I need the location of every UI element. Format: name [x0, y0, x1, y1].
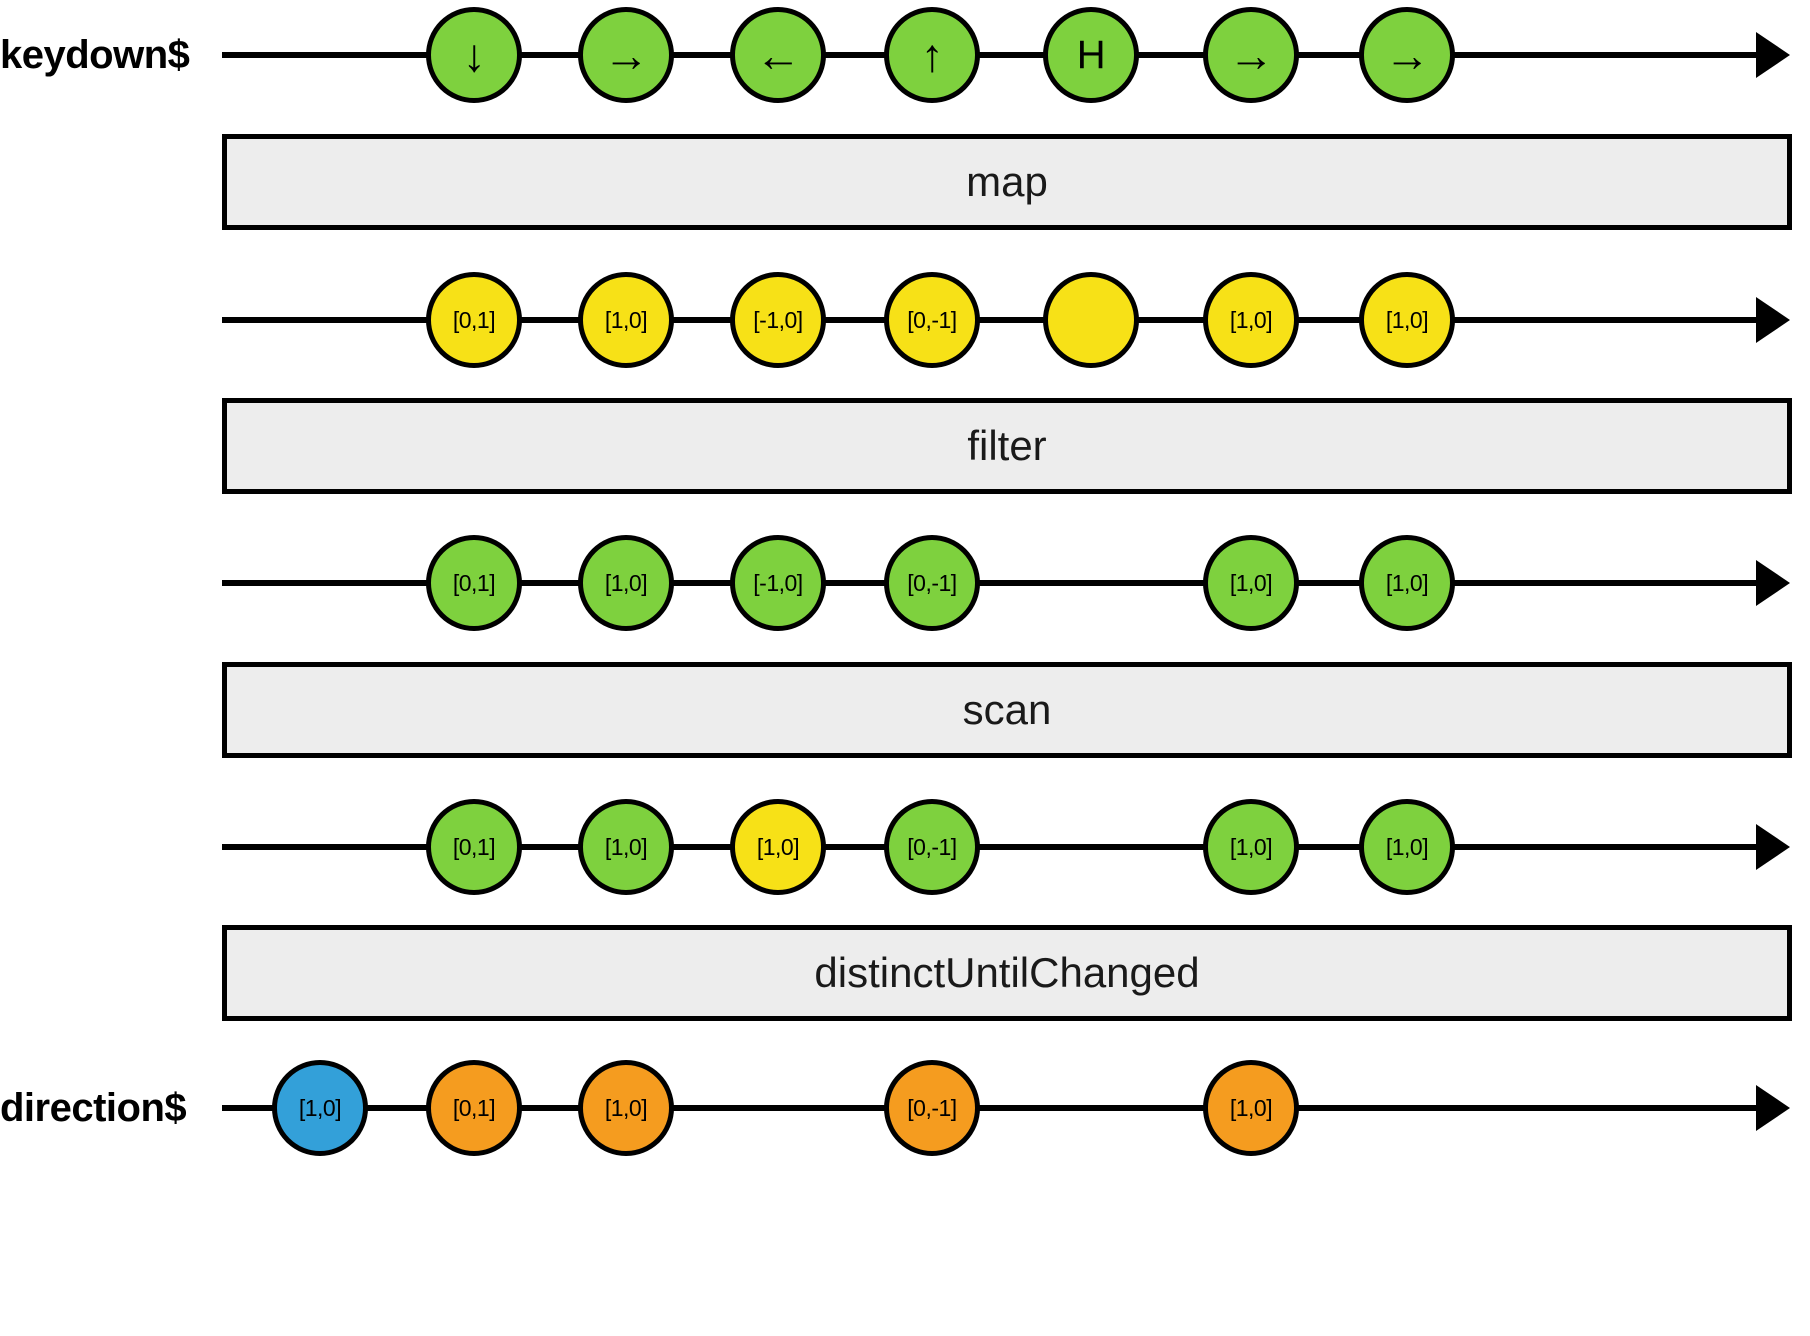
marble-value[interactable]: [0,1] — [426, 1060, 522, 1156]
marble-label: [1,0] — [298, 1094, 342, 1121]
marble-label: [1,0] — [1229, 1094, 1273, 1121]
operator-filter[interactable]: filter — [222, 398, 1792, 494]
marble-value[interactable]: [0,1] — [426, 535, 522, 631]
marble-label: [1,0] — [1229, 833, 1273, 860]
marble-value[interactable]: [0,-1] — [884, 272, 980, 368]
marble-value[interactable]: [1,0] — [1359, 535, 1455, 631]
marble-label: [1,0] — [1229, 569, 1273, 596]
direction-stream-label: direction$ — [0, 1085, 187, 1130]
marble-value[interactable]: [1,0] — [578, 799, 674, 895]
marble-value[interactable]: [0,-1] — [884, 799, 980, 895]
arrow-up-icon[interactable]: ↑ — [884, 7, 980, 103]
marble-value[interactable]: [1,0] — [1359, 799, 1455, 895]
marble-label: [0,1] — [452, 306, 496, 333]
marble-label: [0,-1] — [907, 1094, 957, 1121]
marble-label: ← — [755, 29, 801, 81]
marble-value[interactable]: [0,1] — [426, 799, 522, 895]
marble-seed-value[interactable]: [1,0] — [272, 1060, 368, 1156]
arrow-right-icon[interactable]: → — [578, 7, 674, 103]
marble-label: [1,0] — [604, 833, 648, 860]
marble-value[interactable]: [1,0] — [578, 535, 674, 631]
marble-value[interactable]: [-1,0] — [730, 535, 826, 631]
marble-value[interactable]: [1,0] — [578, 1060, 674, 1156]
marble-label: [1,0] — [1385, 569, 1429, 596]
marble-label: [-1,0] — [753, 306, 803, 333]
marble-value[interactable]: [1,0] — [1203, 799, 1299, 895]
marble-label: [0,1] — [452, 1094, 496, 1121]
marble-value[interactable]: [0,-1] — [884, 1060, 980, 1156]
marble-value[interactable]: [0,1] — [426, 272, 522, 368]
operator-distinct-until-changed[interactable]: distinctUntilChanged — [222, 925, 1792, 1021]
marble-label: [1,0] — [1385, 833, 1429, 860]
marble-value[interactable]: [1,0] — [1203, 272, 1299, 368]
marble-label: ↓ — [462, 29, 486, 81]
marble-label: → — [1228, 29, 1274, 81]
arrow-right-icon[interactable]: → — [1359, 7, 1455, 103]
filter-output-stream: [0,1] [1,0] [-1,0] [0,-1] [1,0] [1,0] — [0, 528, 1810, 638]
arrow-down-icon[interactable]: ↓ — [426, 7, 522, 103]
marble-value[interactable]: [-1,0] — [730, 272, 826, 368]
marble-label: → — [1384, 29, 1430, 81]
direction-stream: direction$ [1,0] [0,1] [1,0] [0,-1] [1,0] — [0, 1053, 1810, 1163]
marble-label: [1,0] — [604, 1094, 648, 1121]
scan-output-stream: [0,1] [1,0] [1,0] [0,-1] [1,0] [1,0] — [0, 792, 1810, 902]
marble-label: [0,1] — [452, 569, 496, 596]
marble-label: [1,0] — [604, 569, 648, 596]
marble-label: [0,1] — [452, 833, 496, 860]
marble-label: [1,0] — [1229, 306, 1273, 333]
marble-value[interactable]: [0,-1] — [884, 535, 980, 631]
operator-map[interactable]: map — [222, 134, 1792, 230]
marble-value[interactable]: [1,0] — [1203, 535, 1299, 631]
arrow-right-icon[interactable]: → — [1203, 7, 1299, 103]
marble-label: H — [1076, 33, 1106, 77]
marble-label: [-1,0] — [753, 569, 803, 596]
marble-value[interactable]: [1,0] — [1359, 272, 1455, 368]
marble-label: [0,-1] — [907, 833, 957, 860]
marble-label: [1,0] — [604, 306, 648, 333]
marble-value[interactable]: [1,0] — [730, 799, 826, 895]
marble-label: → — [603, 29, 649, 81]
marble-label: [1,0] — [756, 833, 800, 860]
marble-label: [0,-1] — [907, 569, 957, 596]
key-h[interactable]: H — [1043, 7, 1139, 103]
keydown-stream-label: keydown$ — [0, 32, 190, 77]
map-output-stream: [0,1] [1,0] [-1,0] [0,-1] [1,0] [1,0] — [0, 265, 1810, 375]
operator-scan[interactable]: scan — [222, 662, 1792, 758]
marble-value[interactable]: [1,0] — [578, 272, 674, 368]
marble-label: [1,0] — [1385, 306, 1429, 333]
keydown-stream: keydown$ ↓ → ← ↑ H → → — [0, 0, 1810, 110]
marble-label: ↑ — [920, 29, 944, 81]
marble-value[interactable]: [1,0] — [1203, 1060, 1299, 1156]
marble-label: [0,-1] — [907, 306, 957, 333]
arrow-left-icon[interactable]: ← — [730, 7, 826, 103]
marble-empty[interactable] — [1043, 272, 1139, 368]
